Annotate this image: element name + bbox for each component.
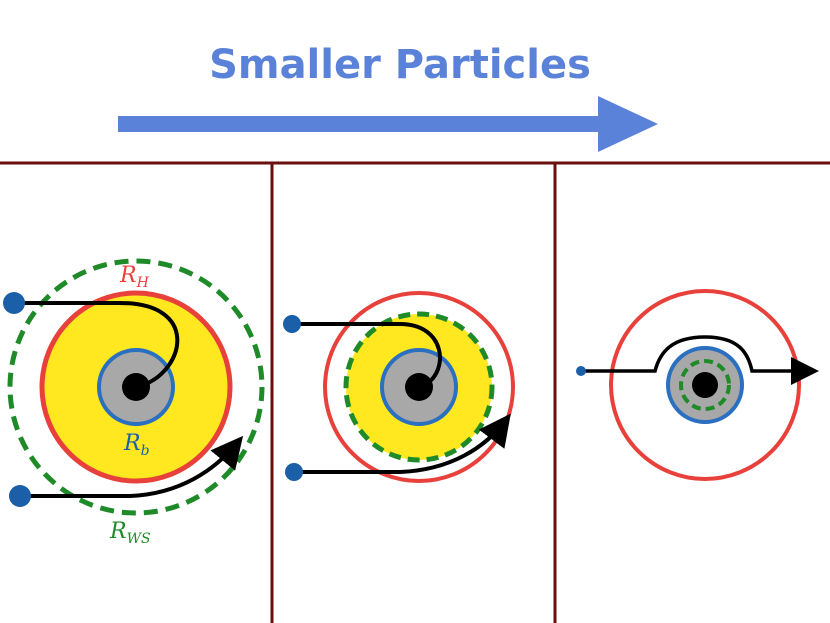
label-hydro-radius: RH	[119, 263, 150, 291]
center-dot	[122, 373, 150, 401]
particle-top	[283, 315, 301, 333]
captured-path	[14, 301, 180, 387]
label-bare-radius: Rb	[123, 431, 150, 459]
center-dot	[405, 373, 433, 401]
captured-path	[292, 322, 442, 387]
panel-middle	[283, 291, 515, 483]
hydro-radius-circle	[609, 289, 801, 481]
particle-bottom	[9, 485, 31, 507]
particle-top	[3, 292, 25, 314]
particle	[576, 366, 586, 376]
hydro-radius-circle	[323, 291, 515, 483]
diagram-title: Smaller Particles	[209, 42, 591, 88]
panel-left: RH Rb RWS	[3, 258, 265, 547]
direction-arrow	[118, 96, 658, 152]
panel-dividers	[0, 161, 830, 623]
passing-path	[581, 335, 819, 385]
deflected-path	[20, 435, 244, 498]
ws-radius-circle	[679, 359, 731, 411]
particle-bottom	[285, 463, 303, 481]
panel-right	[576, 289, 819, 481]
ws-radius-circle	[7, 258, 265, 516]
deflected-path	[294, 413, 511, 474]
label-ws-radius: RWS	[109, 519, 151, 547]
center-dot	[692, 372, 718, 398]
